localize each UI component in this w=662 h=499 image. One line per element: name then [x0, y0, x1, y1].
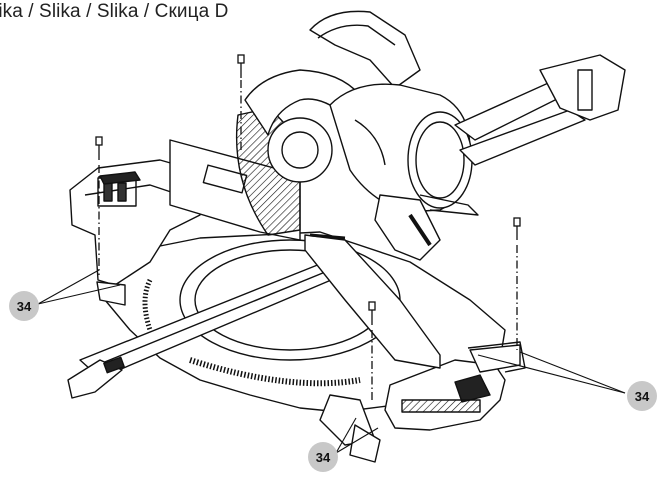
- callout-bottom: 34: [308, 442, 338, 472]
- bevel-bracket: [374, 194, 441, 261]
- screw-bottom-center: [368, 301, 376, 400]
- screw-left: [95, 136, 103, 275]
- callout-leaders: [37, 269, 626, 454]
- top-handle: [309, 10, 421, 89]
- screw-top-center: [237, 54, 245, 150]
- saw-body: [67, 10, 626, 463]
- callout-right: 34: [627, 381, 657, 411]
- figure-caption: lika / Slika / Slika / Скица D: [0, 1, 229, 22]
- callout-label: 34: [635, 389, 650, 404]
- screw-right: [513, 217, 521, 350]
- foot-left: [96, 281, 126, 306]
- callout-label: 34: [17, 299, 32, 314]
- mounting-screws: [95, 54, 521, 400]
- foot-right: [469, 344, 521, 373]
- callout-left: 34: [9, 291, 39, 321]
- miter-scale: [189, 357, 361, 387]
- callout-label: 34: [316, 450, 331, 465]
